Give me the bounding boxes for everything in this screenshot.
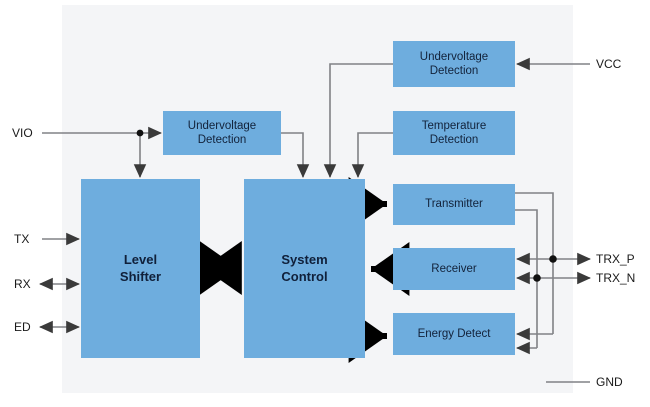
block-label-line1: Temperature <box>421 119 487 132</box>
wire-tx-to-trxn-rail <box>515 209 538 348</box>
wire-uvvcc-to-sysctrl <box>323 63 393 178</box>
block-label-line2: Detection <box>197 134 247 146</box>
internal-bus-layer <box>199 177 410 363</box>
block-label-line1: System <box>281 252 328 268</box>
block-level-shifter[interactable]: Level Shifter <box>81 179 200 358</box>
junction-dot-vio <box>136 129 144 137</box>
wire-tx-to-trxp-rail <box>515 192 554 334</box>
block-label-line1: Receiver <box>431 262 477 275</box>
block-label-line2: Detection <box>429 65 479 77</box>
pin-label-gnd: GND <box>596 375 623 389</box>
block-label-line2: Control <box>281 268 328 284</box>
block-label-line2: Shifter <box>119 268 162 284</box>
pin-label-vcc: VCC <box>596 57 622 71</box>
junction-dots <box>136 129 557 282</box>
block-transmitter[interactable]: Transmitter <box>393 184 515 225</box>
junction-dot-trxn <box>533 274 541 282</box>
block-label-line1: Transmitter <box>425 198 483 211</box>
block-label-line1: Undervoltage <box>419 50 489 63</box>
pin-label-vio: VIO <box>12 126 33 140</box>
pin-label-ed: ED <box>14 320 31 334</box>
block-energy-detect[interactable]: Energy Detect <box>393 313 515 355</box>
block-undervoltage-detection-vio[interactable]: Undervoltage Detection <box>163 111 281 155</box>
block-label-line1: Level <box>123 252 158 268</box>
block-label-line1: Energy Detect <box>417 327 491 340</box>
block-label-line1: Undervoltage <box>187 119 257 132</box>
junction-dot-trxp <box>549 255 557 263</box>
pin-label-trx-p: TRX_P <box>596 252 635 266</box>
pin-label-trx-n: TRX_N <box>596 271 636 285</box>
pin-label-rx: RX <box>14 277 31 291</box>
block-system-control[interactable]: System Control <box>244 179 365 358</box>
wire-uvvio-to-sysctrl <box>281 132 310 178</box>
block-temperature-detection[interactable]: Temperature Detection <box>393 111 515 155</box>
block-label-line2: Detection <box>429 134 479 146</box>
pin-label-tx: TX <box>14 232 30 246</box>
block-receiver[interactable]: Receiver <box>393 248 515 290</box>
block-undervoltage-detection-vcc[interactable]: Undervoltage Detection <box>393 41 515 87</box>
wire-temp-to-sysctrl <box>351 132 393 178</box>
